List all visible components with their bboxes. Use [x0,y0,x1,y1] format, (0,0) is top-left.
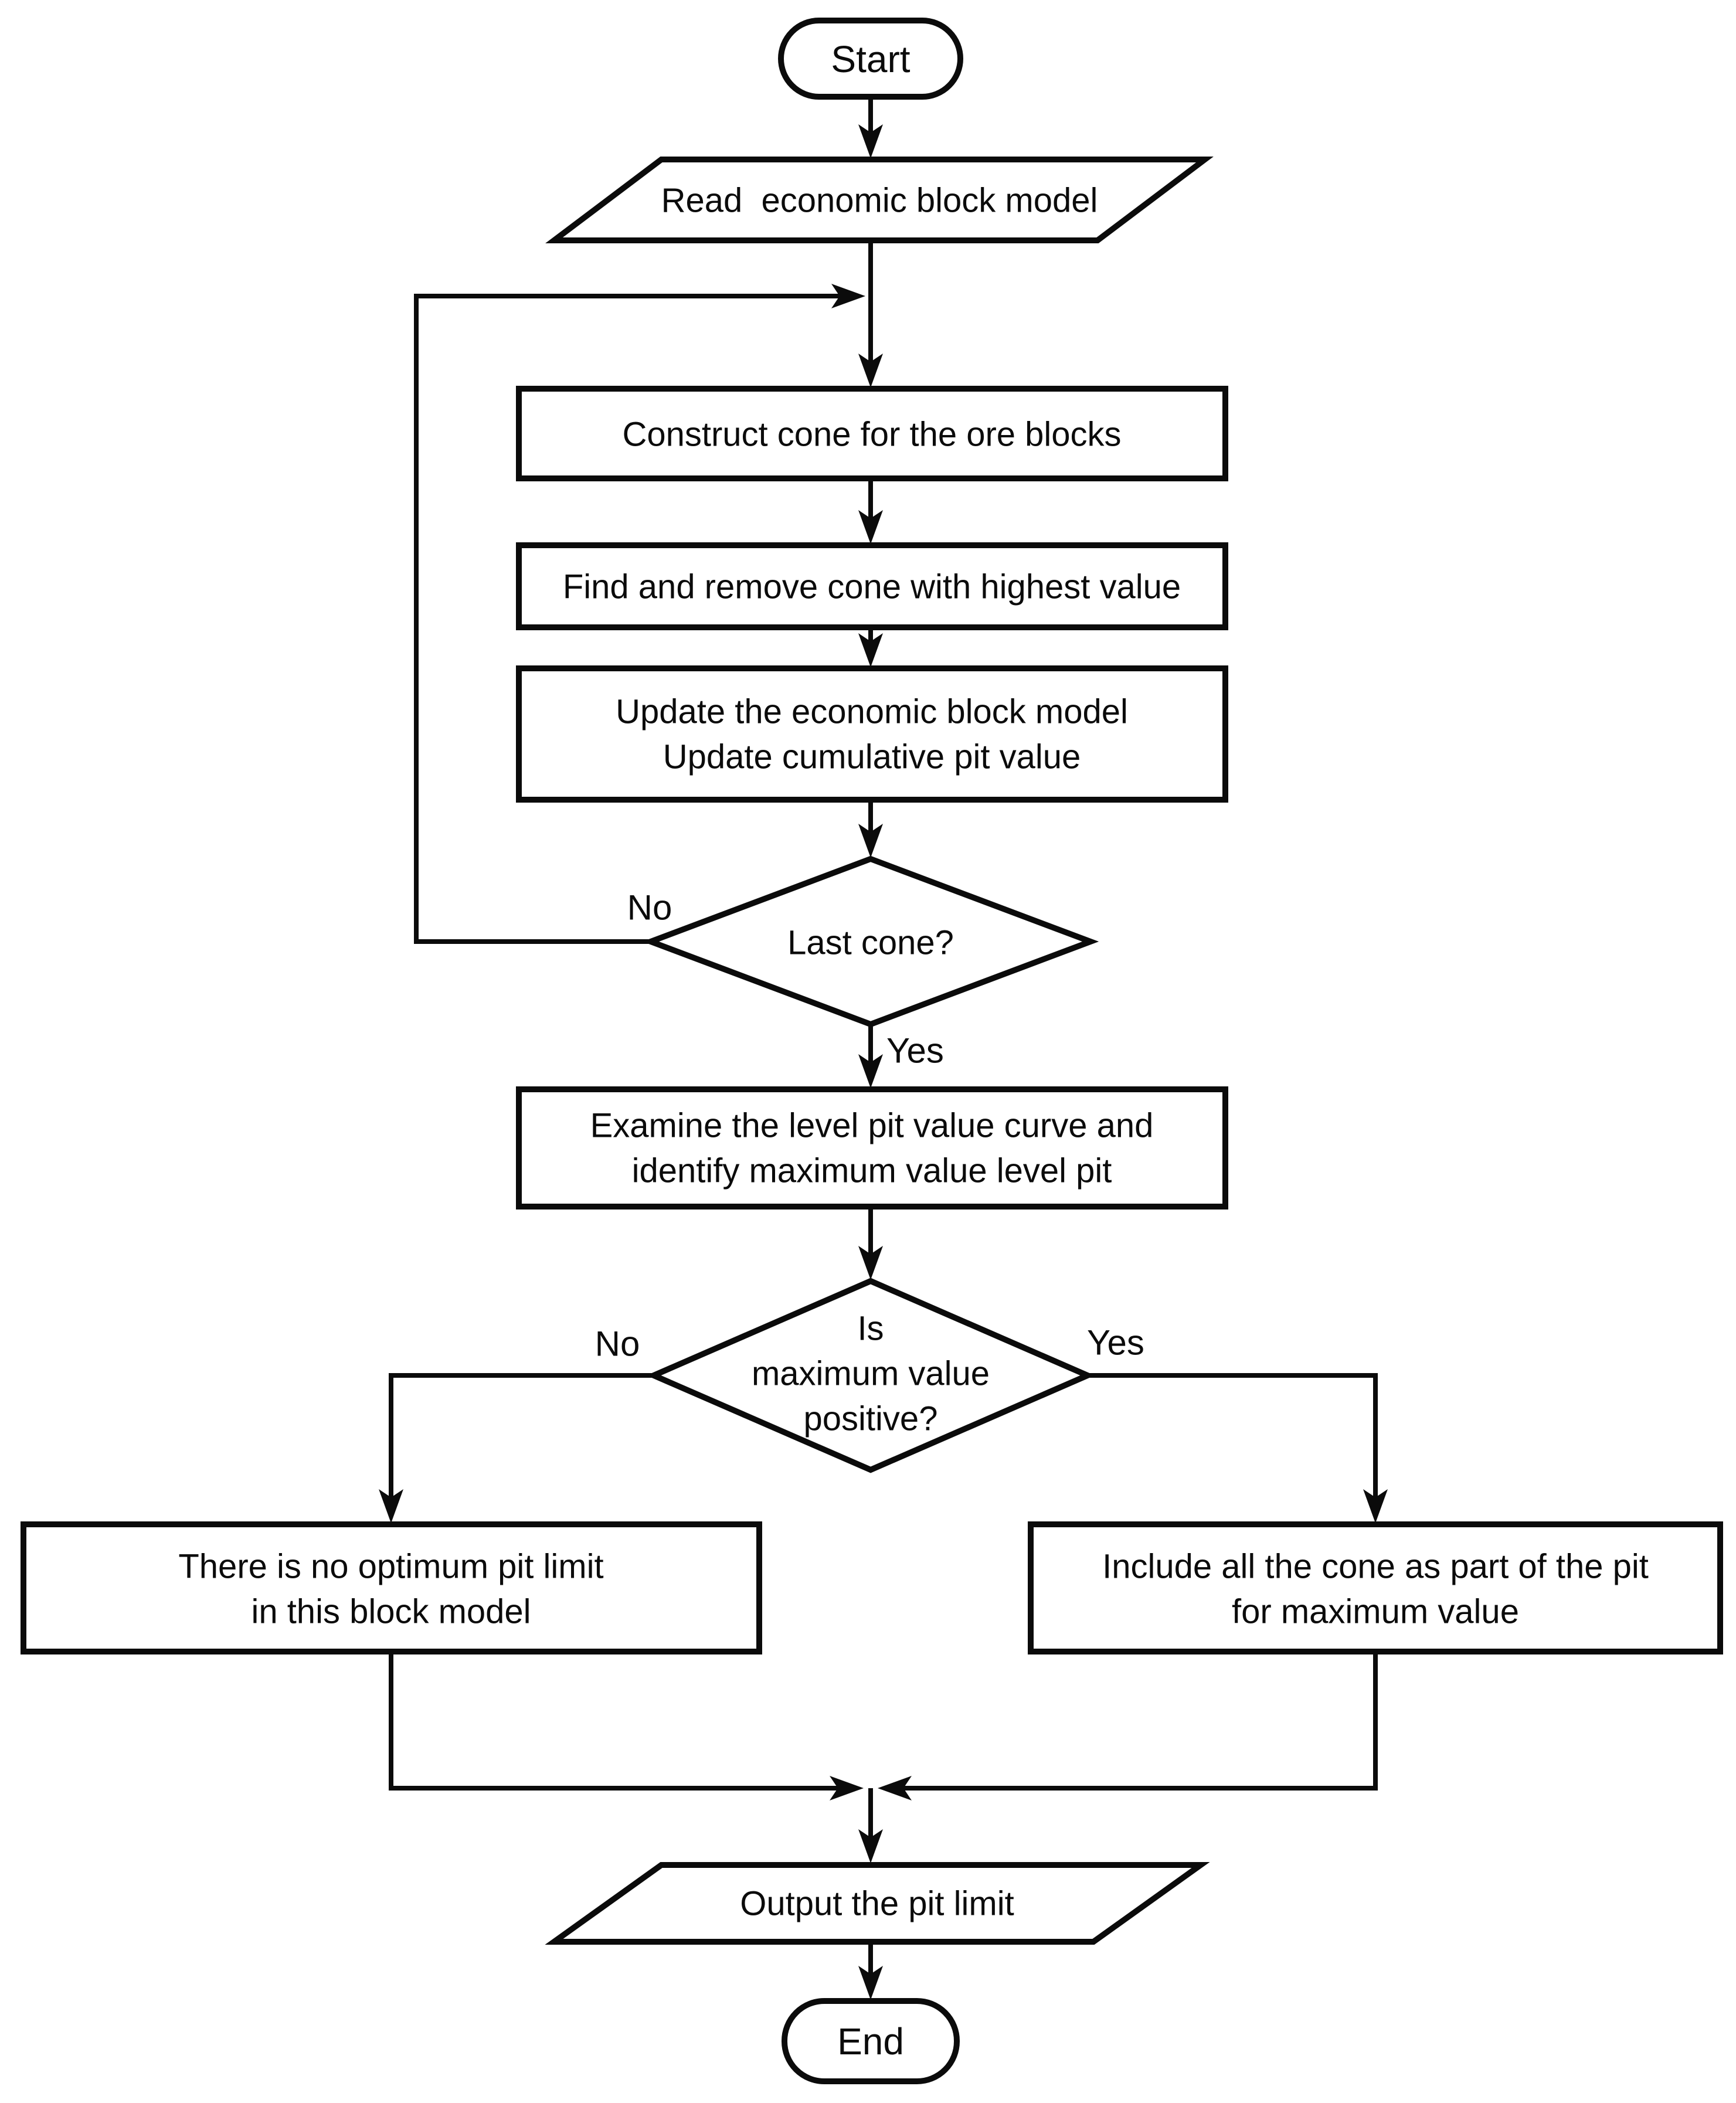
find-remove-cone-rect-shape [516,542,1228,630]
examine-curve-line2: identify maximum value level pit [632,1152,1112,1190]
nodes: Start Read economic block model Construc… [21,18,1723,2084]
max-positive-no-label: No [595,1324,640,1364]
include-cone-line1: Include all the cone as part of the pit [1102,1548,1649,1586]
arrowhead-read-to-construct [858,354,883,388]
output-pit-limit-label: Output the pit limit [740,1885,1014,1923]
start-terminator-shape [778,18,963,100]
edge-no-pit-to-merge [389,1652,842,1791]
output-pit-limit-parallelogram-shape [545,1862,1210,1945]
edges [379,97,1388,2000]
edge-include-to-merge [899,1652,1378,1791]
node-read-model: Read economic block model [545,157,1214,243]
node-start: Start [778,18,963,100]
node-end: End [782,1998,960,2084]
node-output-pit-limit: Output the pit limit [545,1862,1210,1945]
arrowhead-output-to-end [858,1966,883,2000]
examine-curve-line1: Examine the level pit value curve and [590,1107,1154,1145]
node-no-optimum-pit: There is no optimum pit limit in this bl… [21,1521,762,1654]
edge-loop-last-cone-no [414,294,844,944]
last-cone-diamond-shape [642,855,1099,1028]
node-examine-curve: Examine the level pit value curve and id… [516,1086,1228,1210]
end-terminator-shape [782,1998,960,2084]
find-remove-cone-label: Find and remove cone with highest value [563,568,1181,606]
no-optimum-pit-line1: There is no optimum pit limit [178,1548,603,1586]
construct-cone-label: Construct cone for the ore blocks [622,416,1121,454]
examine-curve-rect-shape [516,1086,1228,1210]
node-update-model: Update the economic block model Update c… [516,665,1228,803]
max-positive-line3: positive? [804,1400,938,1438]
read-model-label: Read economic block model [661,182,1098,220]
include-cone-rect-shape [1028,1521,1723,1654]
node-include-cone: Include all the cone as part of the pit … [1028,1521,1723,1654]
no-optimum-pit-rect-shape [21,1521,762,1654]
edge-max-positive-no [389,1373,654,1506]
node-last-cone-decision: Last cone? [642,855,1099,1028]
arrowhead-find-to-update [858,633,883,667]
update-model-rect-shape [516,665,1228,803]
start-label: Start [831,38,910,80]
max-positive-diamond-shape [646,1278,1095,1473]
arrowhead-include-to-merge [878,1776,912,1800]
node-construct-cone: Construct cone for the ore blocks [516,386,1228,481]
update-model-line1: Update the economic block model [616,693,1128,731]
arrowhead-update-to-last-cone [858,824,883,858]
arrowhead-construct-to-find [858,510,883,544]
construct-cone-rect-shape [516,386,1228,481]
edge-max-positive-yes [1088,1373,1378,1506]
arrowhead-start-to-read [858,124,883,158]
read-model-parallelogram-shape [545,157,1214,243]
update-model-line2: Update cumulative pit value [663,738,1081,776]
arrowhead-no-pit-to-merge [830,1776,864,1800]
last-cone-no-label: No [627,888,672,928]
max-positive-yes-label: Yes [1087,1323,1144,1363]
arrowhead-last-cone-yes-to-examine [858,1054,883,1088]
arrowhead-max-positive-yes [1363,1489,1388,1523]
max-positive-line1: Is [857,1310,884,1348]
max-positive-line2: maximum value [752,1355,990,1393]
include-cone-line2: for maximum value [1232,1593,1519,1631]
last-cone-label: Last cone? [787,924,954,962]
arrowhead-merge-to-output [858,1829,883,1863]
last-cone-yes-label: Yes [886,1031,944,1071]
arrowhead-loop-last-cone-no [831,284,865,308]
no-optimum-pit-line2: in this block model [251,1593,531,1631]
arrowhead-max-positive-no [379,1489,403,1523]
end-label: End [837,2020,904,2063]
node-max-positive-decision: Is maximum value positive? [646,1278,1095,1473]
node-find-remove-cone: Find and remove cone with highest value [516,542,1228,630]
arrowhead-examine-to-max-positive [858,1246,883,1280]
